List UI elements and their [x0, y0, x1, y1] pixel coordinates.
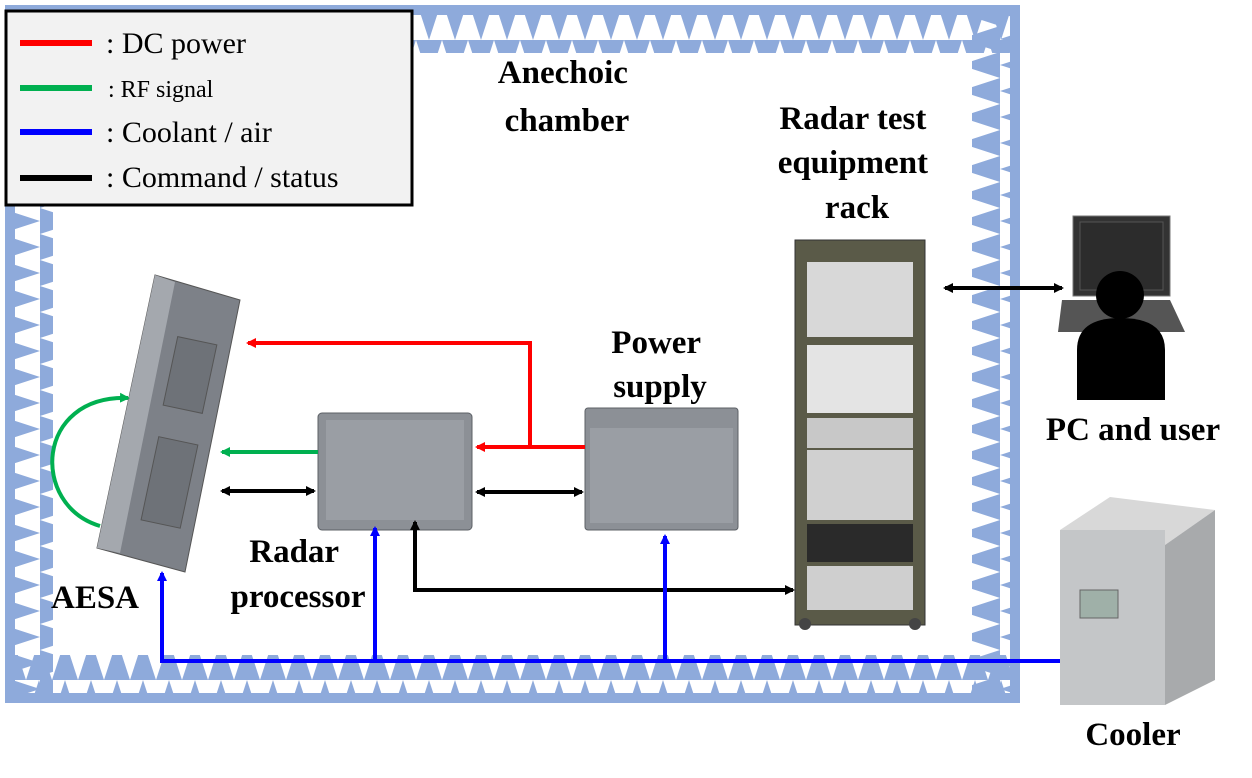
power-supply-label-line1: Power: [611, 325, 700, 361]
user-body-icon: [1077, 318, 1165, 400]
pc-and-user: [1058, 215, 1185, 400]
aesa-antenna: [96, 274, 241, 573]
legend-dc-power: : DC power: [106, 27, 246, 60]
legend-rf-signal: : RF signal: [108, 77, 214, 103]
rack-label-line3: rack: [825, 190, 890, 226]
chamber-label-line1: Anechoic: [498, 55, 628, 91]
rf-loop-arrow: [50, 392, 130, 528]
coolant-to-aesa: [157, 571, 1060, 663]
power-supply-label-line2: supply: [613, 369, 707, 405]
aesa-label: AESA: [51, 580, 139, 616]
user-head-icon: [1096, 271, 1144, 319]
test-equipment-rack: [794, 239, 926, 630]
rack-label-line1: Radar test: [779, 101, 926, 137]
radar-processor-label: Radar processor: [230, 534, 365, 615]
rack-label: Radar test equipment rack: [778, 101, 937, 226]
cooler: [1060, 497, 1215, 705]
rack-label-line2: equipment: [778, 145, 928, 181]
power-supply-label: Power supply: [611, 325, 708, 405]
legend-coolant: : Coolant / air: [106, 116, 272, 149]
legend-command: : Command / status: [106, 161, 339, 194]
power-supply: [584, 407, 739, 531]
pc-user-label: PC and user: [1046, 412, 1220, 448]
chamber-label-line2: chamber: [505, 103, 630, 139]
cooler-label: Cooler: [1085, 717, 1180, 753]
radar-processor-label-line2: processor: [230, 579, 365, 615]
legend: : DC power : RF signal : Coolant / air :…: [4, 9, 414, 207]
chamber-label: Anechoic chamber: [498, 55, 636, 139]
radar-processor-label-line1: Radar: [249, 534, 338, 570]
radar-processor: [317, 412, 473, 531]
dc-power-to-aesa: [246, 338, 532, 447]
